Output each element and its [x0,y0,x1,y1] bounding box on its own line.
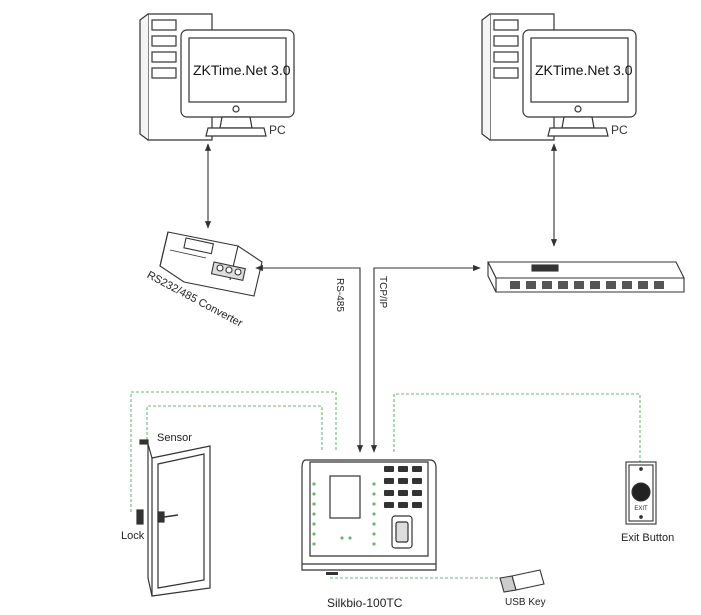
tcpip-label: TCP/IP [377,276,388,309]
door [136,439,211,597]
connection-lines [204,143,558,453]
exit-plate-text: EXIT [634,506,648,512]
device-label: Silkbio-100TC [327,596,403,610]
pc-left [139,13,295,141]
pc-right [481,13,637,141]
dashed-wiring [130,391,641,579]
lock-label: Lock [121,530,145,542]
pc-left-label: PC [269,123,286,137]
sensor-label: Sensor [157,432,192,444]
rs485-label: RS-485 [334,278,345,312]
pc-right-screen-text: ZKTime.Net 3.0 [535,62,633,78]
terminal-device [301,459,437,575]
pc-left-screen-text: ZKTime.Net 3.0 [193,62,291,78]
usb-key [499,569,545,593]
pc-right-label: PC [611,123,628,137]
exit-button-label: Exit Button [621,532,675,544]
usb-key-label: USB Key [505,597,546,608]
exit-button-device [625,461,657,525]
network-switch [487,261,685,293]
converter-device [159,231,263,297]
